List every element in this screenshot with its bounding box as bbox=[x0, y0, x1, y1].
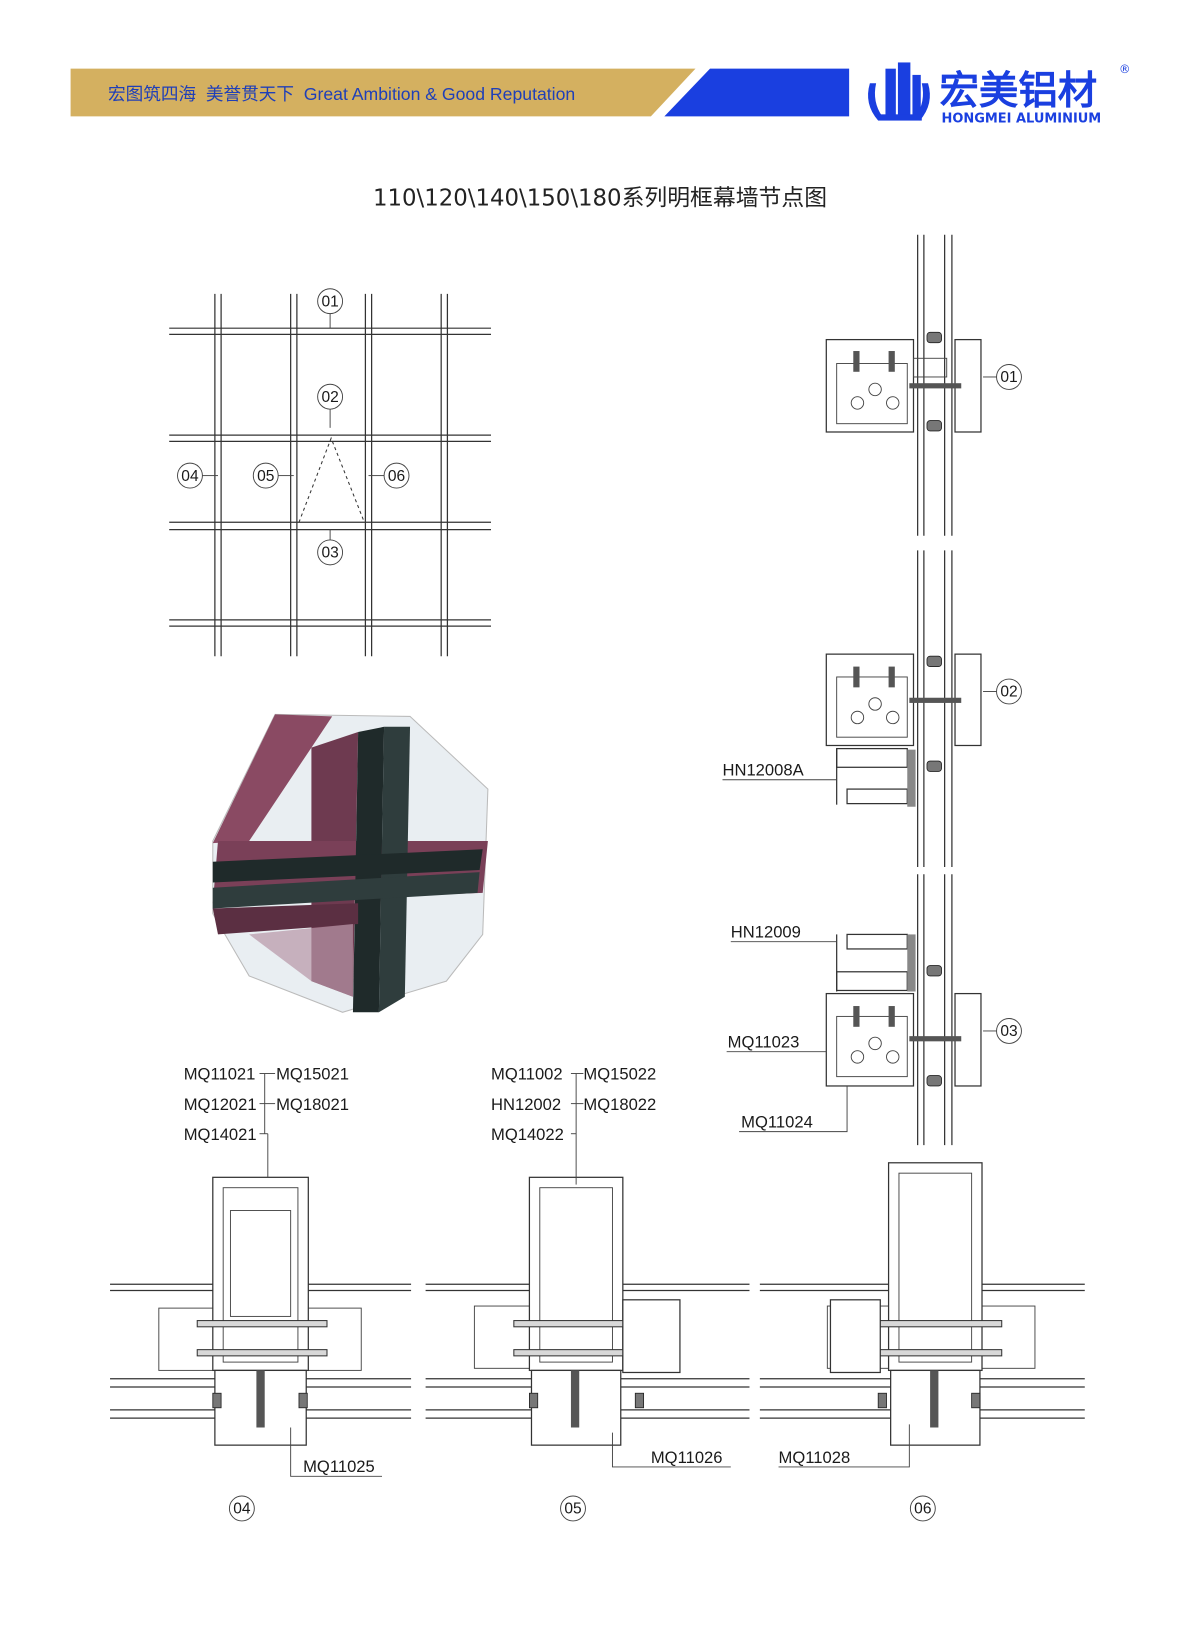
brand-name-cn: 宏美铝材 bbox=[939, 68, 1097, 114]
part-label: MQ11026 bbox=[651, 1448, 723, 1467]
horizontal-section-05: MQ11002 MQ15022 HN12002 MQ18022 MQ14022 … bbox=[425, 1065, 750, 1522]
page-title: 110\120\140\150\180系列明框幕墙节点图 bbox=[373, 186, 827, 212]
svg-text:06: 06 bbox=[388, 468, 405, 485]
callout-vs-01: 01 bbox=[996, 364, 1022, 390]
part-label: MQ11021 bbox=[184, 1065, 256, 1084]
part-label: MQ14022 bbox=[491, 1125, 564, 1144]
horizontal-section-06: MQ11028 06 bbox=[759, 1162, 1085, 1522]
blue-band bbox=[664, 68, 850, 117]
header-banner: 宏图筑四海 美誉贯天下 Great Ambition & Good Reputa… bbox=[70, 62, 1130, 127]
part-label: MQ15021 bbox=[276, 1065, 349, 1084]
callout-vs-03: 03 bbox=[996, 1018, 1022, 1044]
part-label-hn12009: HN12009 bbox=[731, 923, 801, 942]
part-label: MQ12021 bbox=[184, 1095, 257, 1114]
callout-06: 06 bbox=[383, 462, 410, 489]
part-label-mq11024: MQ11024 bbox=[741, 1112, 813, 1131]
callout-01: 01 bbox=[317, 288, 344, 315]
gold-band bbox=[70, 68, 696, 117]
part-label: MQ14021 bbox=[184, 1125, 257, 1144]
callout-hs-04: 04 bbox=[228, 1495, 255, 1522]
part-label: MQ11025 bbox=[303, 1457, 375, 1476]
vertical-section-drawing: 01 02 03 HN12008A HN12009 MQ11023 MQ1102… bbox=[722, 234, 1022, 1146]
callout-hs-05: 05 bbox=[560, 1495, 586, 1522]
transom-profile-03 bbox=[825, 933, 982, 1087]
transom-profile-02 bbox=[825, 653, 982, 807]
elevation-grid: 01 02 03 04 05 06 bbox=[169, 288, 492, 657]
svg-text:04: 04 bbox=[181, 468, 199, 485]
svg-text:03: 03 bbox=[1000, 1023, 1017, 1040]
opening-sash-indicator bbox=[298, 436, 365, 523]
svg-text:01: 01 bbox=[1000, 369, 1017, 386]
slogan: 宏图筑四海 美誉贯天下 Great Ambition & Good Reputa… bbox=[108, 84, 575, 104]
svg-text:04: 04 bbox=[233, 1501, 251, 1518]
svg-text:06: 06 bbox=[914, 1501, 931, 1518]
part-label-mq11023: MQ11023 bbox=[728, 1033, 800, 1052]
callout-02: 02 bbox=[317, 383, 344, 410]
registered-mark: ® bbox=[1119, 62, 1130, 76]
callout-hs-06: 06 bbox=[909, 1495, 936, 1522]
svg-text:05: 05 bbox=[257, 468, 274, 485]
part-label: MQ15022 bbox=[583, 1065, 656, 1084]
callout-05: 05 bbox=[252, 462, 279, 489]
part-label: HN12002 bbox=[491, 1095, 561, 1114]
svg-text:05: 05 bbox=[564, 1501, 581, 1518]
callout-vs-02: 02 bbox=[996, 678, 1022, 705]
part-label: MQ18021 bbox=[276, 1095, 349, 1114]
part-label: MQ11002 bbox=[491, 1065, 563, 1084]
horizontal-section-04: MQ11021 MQ15021 MQ12021 MQ18021 MQ14021 … bbox=[110, 1065, 412, 1522]
svg-text:02: 02 bbox=[1000, 684, 1017, 701]
brand-name-en: HONGMEI ALUMINIUM bbox=[942, 112, 1102, 127]
part-label-hn12008a: HN12008A bbox=[722, 761, 804, 780]
brand-logo: 宏美铝材 HONGMEI ALUMINIUM ® bbox=[868, 62, 1130, 127]
part-label: MQ18022 bbox=[583, 1095, 656, 1114]
svg-text:03: 03 bbox=[321, 545, 338, 562]
svg-text:02: 02 bbox=[321, 389, 338, 406]
callout-03: 03 bbox=[317, 539, 344, 566]
transom-profile-01 bbox=[825, 331, 982, 433]
part-label: MQ11028 bbox=[779, 1448, 851, 1467]
building-laurel-icon bbox=[868, 62, 930, 121]
svg-text:01: 01 bbox=[321, 293, 338, 310]
curtain-wall-3d-render bbox=[212, 713, 489, 1013]
callout-04: 04 bbox=[177, 462, 203, 489]
